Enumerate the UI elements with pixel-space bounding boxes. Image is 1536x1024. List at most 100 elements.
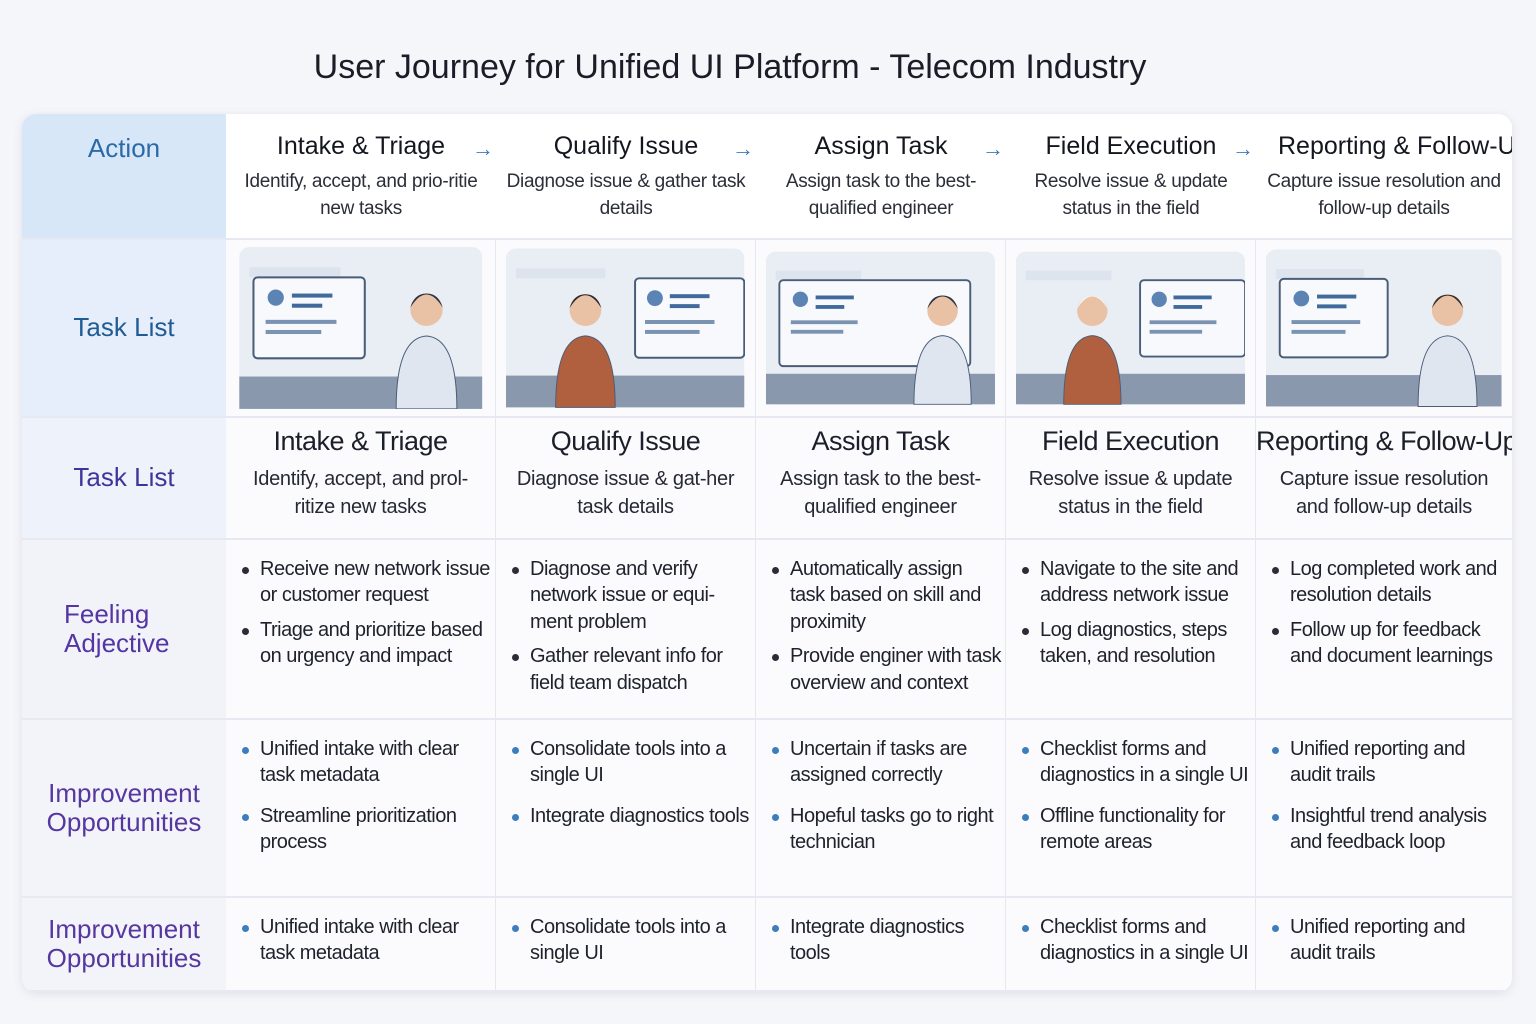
stage-description: Capture issue resolution and follow-up d… <box>1267 171 1501 219</box>
list-item: Navigate to the site and address network… <box>1020 556 1251 609</box>
bullet-list: Checklist forms and diagnostics in a sin… <box>1006 898 1255 981</box>
list-item: Unified intake with clear task metadata <box>240 736 491 789</box>
list-item: Checklist forms and diagnostics in a sin… <box>1020 736 1251 789</box>
feeling-adjective-cell: Diagnose and verify network issue or equ… <box>496 540 756 720</box>
improvement-opportunities-cell: Uncertain if tasks are assigned correctl… <box>756 720 1006 898</box>
list-item: Integrate diagnostics tools <box>510 803 751 829</box>
stage-description: Assign task to the best-qualified engine… <box>785 171 977 219</box>
task-description: Diagnose issue & gat-her task details <box>516 468 735 518</box>
list-item: Log diagnostics, steps taken, and resolu… <box>1020 617 1251 670</box>
illustration-cell <box>1006 240 1256 418</box>
bullet-list: Uncertain if tasks are assigned correctl… <box>756 720 1005 880</box>
list-item: Integrate diagnostics tools <box>770 914 1001 967</box>
list-item: Provide enginer with task overview and c… <box>770 643 1001 696</box>
task-title: Assign Task <box>811 426 950 456</box>
list-item: Follow up for feedback and document lear… <box>1270 617 1508 670</box>
stage-title: Field Execution <box>1045 132 1217 160</box>
row-label-task-list-image: Task List <box>22 240 226 418</box>
bullet-list: Consolidate tools into a single UI Integr… <box>496 720 755 853</box>
list-item: Offline functionality for remote areas <box>1020 803 1251 856</box>
list-item: Diagnose and verify network issue or equ… <box>510 556 751 635</box>
row-label-action: Action <box>22 114 226 240</box>
illustration-cell <box>756 240 1006 418</box>
illustration-cell <box>496 240 756 418</box>
row-label-improvement-opportunities-2: Improvement Opportunities <box>22 898 226 992</box>
arrow-right-icon: → <box>1232 136 1254 161</box>
field-engineer-laptop-icon <box>1006 240 1255 416</box>
improvement-opportunities-2-cell: Consolidate tools into a single UI <box>496 898 756 992</box>
improvement-opportunities-2-cell: Checklist forms and diagnostics in a sin… <box>1006 898 1256 992</box>
support-agent-at-monitor-icon <box>226 240 495 416</box>
feeling-adjective-cell: Navigate to the site and address network… <box>1006 540 1256 720</box>
improvement-opportunities-cell: Consolidate tools into a single UI Integr… <box>496 720 756 898</box>
stage-title: Intake & Triage <box>276 132 446 160</box>
feeling-adjective-cell: Automatically assign task based on skill… <box>756 540 1006 720</box>
task-title: Field Execution <box>1041 426 1220 456</box>
list-item: Unified intake with clear task metadata <box>240 914 491 967</box>
stage-description: Identify, accept, and prio-ritie new tas… <box>244 171 478 219</box>
list-item: Consolidate tools into a single UI <box>510 736 751 789</box>
illustration-cell <box>1256 240 1512 418</box>
bullet-list: Receive new network issue or customer re… <box>226 540 495 688</box>
bullet-list: Log completed work and resolution detail… <box>1256 540 1512 688</box>
bullet-list: Automatically assign task based on skill… <box>756 540 1005 714</box>
bullet-list: Navigate to the site and address network… <box>1006 540 1255 688</box>
feeling-adjective-cell: Receive new network issue or customer re… <box>226 540 496 720</box>
man-reporting-dashboard-icon <box>1256 240 1512 416</box>
list-item: Streamline prioritization process <box>240 803 491 856</box>
task-title: Qualify Issue <box>550 426 701 456</box>
illustration-cell <box>226 240 496 418</box>
arrow-right-icon: → <box>472 136 494 161</box>
list-item: Checklist forms and diagnostics in a sin… <box>1020 914 1251 967</box>
stage-description: Resolve issue & update status in the fie… <box>1034 171 1228 219</box>
feeling-adjective-cell: Log completed work and resolution detail… <box>1256 540 1512 720</box>
stage-title: Qualify Issue <box>553 132 699 160</box>
list-item: Hopeful tasks go to right technician <box>770 803 1001 856</box>
row-label-task-list: Task List <box>22 418 226 540</box>
stage-title: Reporting & Follow-Up <box>1278 132 1512 160</box>
list-item: Log completed work and resolution detail… <box>1270 556 1508 609</box>
bullet-list: Checklist forms and diagnostics in a sin… <box>1006 720 1255 880</box>
arrow-right-icon: → <box>732 136 754 161</box>
map-dispatch-icon <box>756 240 1005 416</box>
bullet-list: Diagnose and verify network issue or equ… <box>496 540 755 714</box>
list-item: Receive new network issue or customer re… <box>240 556 491 609</box>
stage-description: Diagnose issue & gather task details <box>506 171 746 219</box>
improvement-opportunities-2-cell: Unified intake with clear task metadata <box>226 898 496 992</box>
list-item: Uncertain if tasks are assigned correctl… <box>770 736 1001 789</box>
task-title: Intake & Triage <box>273 426 448 456</box>
task-title: Reporting & Follow-Up <box>1256 426 1512 456</box>
list-item: Automatically assign task based on skill… <box>770 556 1001 635</box>
row-label-feeling-adjective: Feeling Adjective <box>22 540 226 720</box>
stage-title: Assign Task <box>814 132 948 160</box>
list-item: Triage and prioritize based on urgency a… <box>240 617 491 670</box>
list-item: Unified reporting and audit trails <box>1270 736 1508 789</box>
improvement-opportunities-2-cell: Unified reporting and audit trails <box>1256 898 1512 992</box>
bullet-list: Unified reporting and audit trails <box>1256 898 1512 981</box>
page-title: User Journey for Unified UI Platform - T… <box>313 48 1147 86</box>
task-description: Identify, accept, and prol-ritize new ta… <box>253 468 468 518</box>
task-description: Capture issue resolution and follow-up d… <box>1279 468 1489 518</box>
bullet-list: Integrate diagnostics tools <box>756 898 1005 981</box>
row-label-improvement-opportunities: Improvement Opportunities <box>22 720 226 898</box>
list-item: Unified reporting and audit trails <box>1270 914 1508 967</box>
arrow-right-icon: → <box>982 136 1004 161</box>
woman-with-tablet-icon <box>496 240 755 416</box>
list-item: Gather relevant info for field team disp… <box>510 643 751 696</box>
task-description: Assign task to the best-qualified engine… <box>780 468 981 518</box>
